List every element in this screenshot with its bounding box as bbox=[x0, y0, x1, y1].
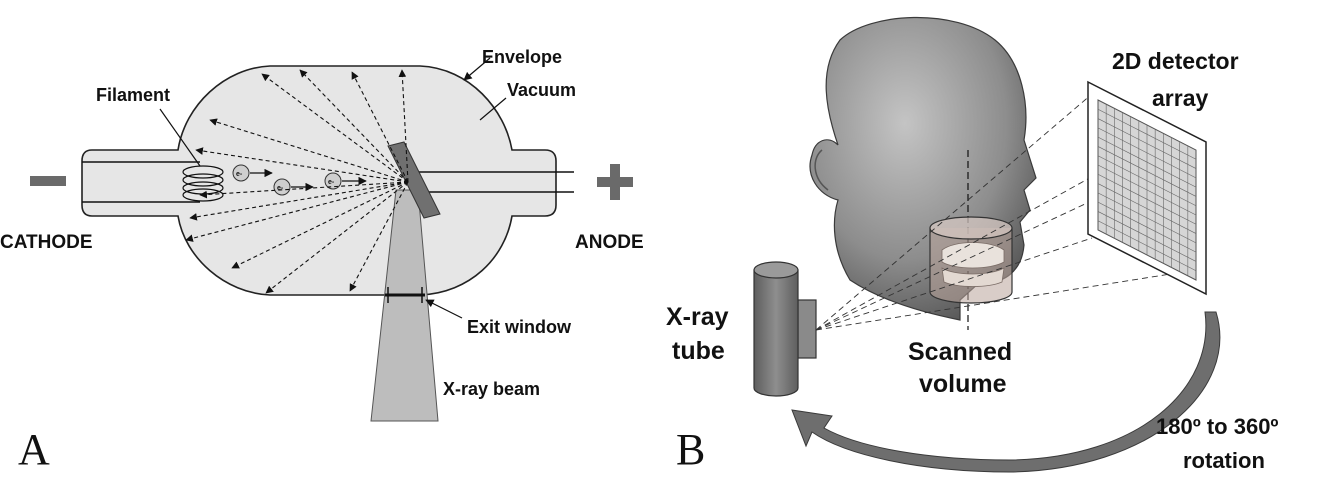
scattered-xrays bbox=[185, 69, 409, 294]
anode-target bbox=[387, 141, 441, 219]
anode-label: ANODE bbox=[575, 232, 644, 253]
detector-label-line1: 2D detector bbox=[1112, 48, 1239, 74]
envelope-label: Envelope bbox=[482, 47, 562, 67]
xray-beam-label: X-ray beam bbox=[443, 379, 540, 399]
tube-label-line1: X-ray bbox=[666, 303, 729, 331]
panel-letter-a: A bbox=[18, 425, 50, 474]
vacuum-label: Vacuum bbox=[507, 80, 576, 100]
rotation-label-line2: rotation bbox=[1183, 448, 1265, 473]
detector-label-line2: array bbox=[1152, 85, 1208, 111]
tube-envelope bbox=[81, 65, 557, 296]
projection-ray bbox=[815, 149, 1141, 331]
scanned-volume-cylinder bbox=[929, 216, 1013, 304]
tube-label-line2: tube bbox=[672, 337, 725, 365]
cone-beam-rays bbox=[815, 93, 1197, 331]
panel-a-xray-tube: e- e- e- CATHODE ANODE Filament bbox=[0, 47, 644, 474]
xray-tube-body bbox=[753, 261, 817, 397]
scatter-ray bbox=[261, 73, 409, 183]
rotation-arrow bbox=[791, 311, 1221, 473]
scatter-ray bbox=[231, 181, 409, 269]
panel-letter-b: B bbox=[676, 425, 705, 474]
electron bbox=[273, 178, 291, 196]
projection-ray bbox=[815, 237, 1093, 331]
plus-sign-icon bbox=[597, 164, 633, 200]
electron-particles: e- e- e- bbox=[232, 164, 367, 196]
projection-ray bbox=[815, 93, 1093, 331]
cathode-label: CATHODE bbox=[0, 232, 93, 253]
rotation-label-line1: 180º to 360º bbox=[1156, 414, 1278, 439]
scatter-ray bbox=[195, 147, 409, 183]
electron-label: e- bbox=[277, 185, 284, 192]
electron-label: e- bbox=[328, 179, 335, 186]
scatter-ray bbox=[398, 69, 409, 183]
exit-window-label: Exit window bbox=[467, 317, 572, 337]
scatter-ray bbox=[189, 181, 409, 221]
electron bbox=[324, 172, 342, 190]
electron-label: e- bbox=[236, 171, 243, 178]
volume-label-line2: volume bbox=[919, 370, 1007, 398]
minus-sign-icon bbox=[30, 176, 66, 186]
scatter-ray bbox=[299, 69, 409, 183]
filament-label: Filament bbox=[96, 85, 170, 105]
panel-b-cbct: 2D detector array X-ray tube Scanned vol… bbox=[666, 16, 1278, 474]
scatter-ray bbox=[185, 181, 409, 242]
volume-label-line1: Scanned bbox=[908, 338, 1012, 366]
scatter-ray bbox=[265, 181, 409, 294]
electron bbox=[232, 164, 250, 182]
projection-ray bbox=[815, 269, 1197, 331]
detector-array bbox=[1087, 80, 1207, 296]
